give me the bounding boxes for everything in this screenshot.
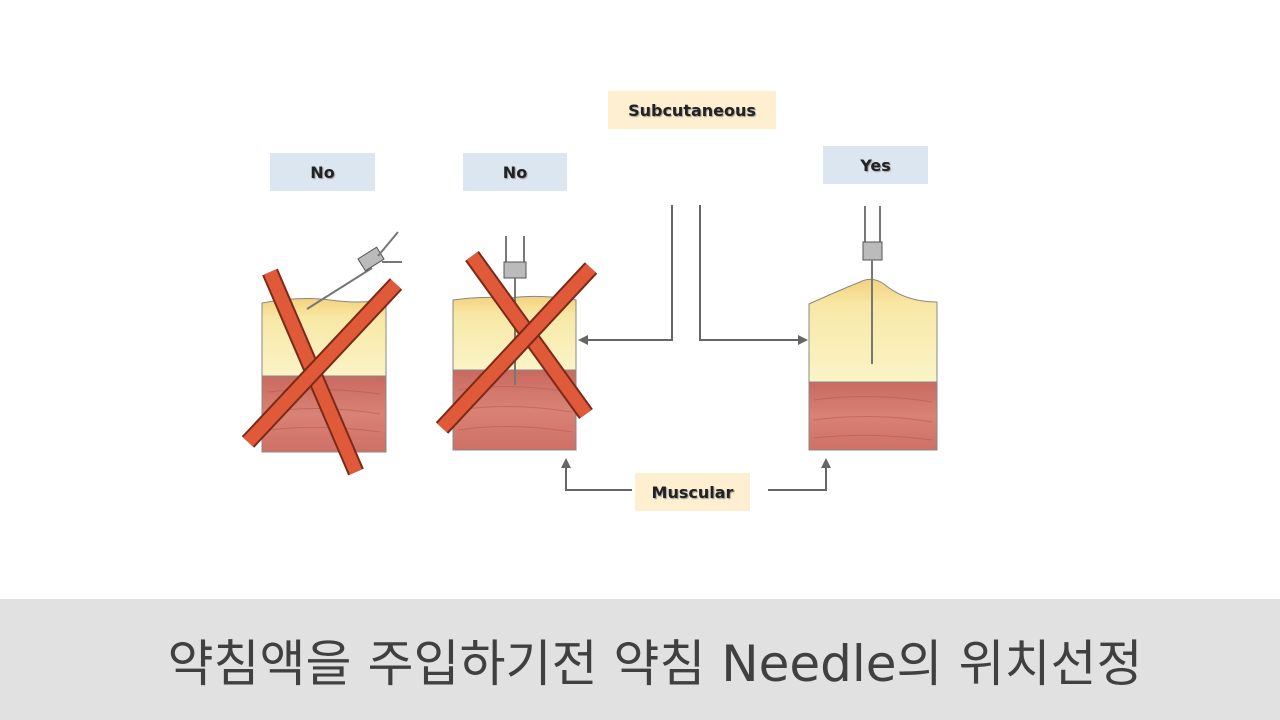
tissue-block-oblique (241, 231, 403, 476)
needle-subcutaneous-icon (862, 206, 883, 364)
needle-vertical-deep-icon (503, 236, 527, 385)
caption-bar: 약침액을 주입하기전 약침 Needle의 위치선정 (0, 599, 1280, 720)
label-subcutaneous: Subcutaneous (608, 91, 776, 129)
tissue-block-correct (808, 206, 938, 451)
cross-mark-icon (435, 251, 598, 434)
label-no-left: No (270, 153, 375, 191)
caption-title: 약침액을 주입하기전 약침 Needle의 위치선정 (167, 634, 1143, 693)
subcutaneous-leader-lines (578, 205, 808, 345)
needle-position-diagram (241, 205, 938, 491)
label-no-middle: No (463, 153, 567, 191)
cross-mark-icon (241, 268, 403, 476)
muscular-leader-lines (561, 458, 831, 491)
label-yes: Yes (823, 146, 928, 184)
label-muscular: Muscular (635, 473, 750, 511)
needle-oblique-icon (306, 231, 402, 310)
tissue-block-too-deep (435, 236, 598, 451)
